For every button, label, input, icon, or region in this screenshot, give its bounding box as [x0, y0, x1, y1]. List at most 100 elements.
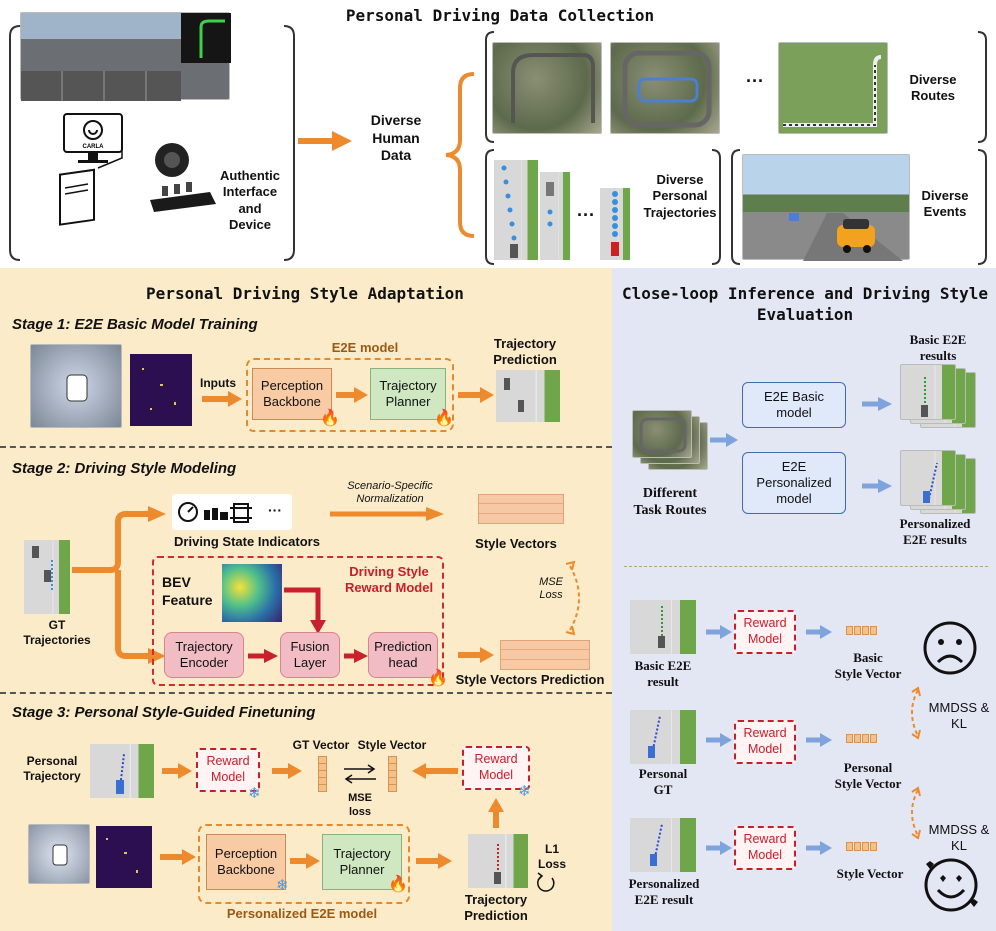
indicators-ellipsis: ···	[268, 502, 282, 518]
trajectory-encoder-block: Trajectory Encoder	[164, 632, 244, 678]
metric-arrow-2	[911, 786, 921, 840]
snowflake-icon: ❄	[276, 877, 289, 894]
trajectories-bracket	[485, 149, 721, 265]
l1-loss-label: L1 Loss	[537, 842, 566, 871]
reward-to-personal-vector-arrow	[806, 733, 832, 747]
bev-feature-heatmap	[222, 564, 282, 622]
personalized-results-image	[900, 450, 956, 506]
style-vectors-block	[478, 494, 564, 524]
stage3-camera-views	[28, 824, 90, 884]
trajectory-thumb-2	[540, 172, 570, 260]
trajectory-planner-block: Trajectory Planner	[370, 368, 446, 420]
reward-to-style-arrow	[412, 763, 458, 779]
stage2-mse-loss-label: MSE Loss	[539, 576, 563, 602]
reward-model-title: Driving Style Reward Model	[344, 564, 434, 596]
basic-style-vector-label: Basic Style Vector	[834, 650, 902, 681]
task-routes-label: Different Task Routes	[633, 486, 707, 518]
personalized-result-image	[630, 818, 696, 872]
personalized-e2e-results-label: Personalized E2E results	[899, 516, 971, 547]
stage3-inputs-arrow	[160, 849, 196, 865]
gt-vector-block	[318, 756, 327, 792]
basic-to-results-arrow	[862, 397, 892, 411]
eval-reward-model-2: Reward Model	[734, 720, 796, 764]
e2e-basic-model-block: E2E Basic model	[742, 382, 846, 428]
stage1-prediction-image	[496, 370, 560, 422]
reward-model-frame	[152, 556, 444, 686]
route-map-2	[610, 42, 720, 134]
gt-trajectories-image	[24, 540, 70, 614]
interface-bracket	[9, 25, 295, 261]
prediction-head-block: Prediction head	[368, 632, 438, 678]
head-to-style-arrow	[458, 647, 494, 663]
stage1-arrow-out	[458, 387, 494, 403]
normalization-label: Scenario-Specific Normalization	[347, 480, 433, 506]
task-routes-image	[632, 410, 692, 458]
gt-to-reward-arrow	[706, 733, 732, 747]
diverse-human-data-label: Diverse Human Data	[370, 112, 422, 163]
metric-label-2: MMDSS & KL	[928, 822, 990, 854]
stage3-heading: Stage 3: Personal Style-Guided Finetunin…	[12, 704, 316, 721]
data-collection-title: Personal Driving Data Collection	[345, 6, 655, 25]
stage3-arrow-mid	[290, 853, 320, 869]
stage3-prediction-image	[468, 834, 528, 888]
fire-icon: 🔥	[434, 410, 454, 427]
style-vectors-prediction-block	[500, 640, 590, 670]
simulator-screenshot	[20, 12, 231, 101]
minimap-icon	[181, 13, 231, 63]
fire-icon: 🔥	[428, 670, 448, 687]
style-vector-eval-label: Style Vector	[836, 866, 904, 881]
metric-label-1: MMDSS & KL	[928, 700, 990, 732]
event-scene-image	[742, 154, 910, 261]
stage1-bev-image	[130, 354, 192, 426]
basic-to-reward-arrow	[706, 625, 732, 639]
driving-state-icons: ···	[172, 494, 292, 530]
stage1-arrow-mid	[336, 387, 368, 403]
basic-result-image	[630, 600, 696, 654]
stage3-planner-block: Trajectory Planner	[322, 834, 402, 890]
events-bracket	[731, 149, 987, 265]
stage3-prediction-label: Trajectory Prediction	[464, 892, 528, 924]
style-adaptation-title: Personal Driving Style Adaptation	[146, 284, 464, 303]
gt-trajectories-label: GT Trajectories	[23, 618, 91, 647]
fusion-to-head-arrow	[344, 649, 368, 663]
arrow-to-diverse-data	[298, 131, 352, 151]
encoder-to-fusion-arrow	[248, 649, 278, 663]
hardware-icons: CARLA	[59, 113, 216, 226]
l1-loss-loop-icon	[537, 872, 555, 892]
stage1-heading: Stage 1: E2E Basic Model Training	[12, 316, 258, 333]
trajectory-thumb-3	[600, 188, 630, 260]
personal-style-vector-block	[846, 734, 878, 743]
routes-bracket	[485, 31, 987, 143]
stage3-mse-loss-label: MSE loss	[348, 792, 372, 818]
stage-divider-1	[0, 446, 612, 448]
svg-text:CARLA: CARLA	[83, 144, 105, 150]
evaluation-divider	[624, 566, 988, 567]
trajectories-ellipsis: ···	[577, 205, 595, 225]
stage1-camera-views	[30, 344, 122, 428]
e2e-model-frame	[246, 358, 454, 432]
basic-e2e-results-label: Basic E2E results	[909, 332, 967, 363]
snowflake-icon: ❄	[248, 785, 261, 802]
bev-feature-label: BEV Feature	[162, 574, 213, 608]
interface-device-label: Authentic Interface and Device	[220, 168, 280, 232]
happy-face-icon	[924, 858, 978, 912]
style-vector-block	[388, 756, 397, 792]
stage3-reward-model-right: Reward Model	[462, 746, 530, 790]
stage3-bev-image	[96, 826, 152, 888]
personalized-model-label: Personalized E2E model	[226, 906, 378, 921]
personalized-to-results-arrow	[862, 479, 892, 493]
mse-exchange-arrows	[344, 764, 376, 784]
e2e-personalized-model-block: E2E Personalized model	[742, 452, 846, 514]
fire-icon: 🔥	[388, 876, 408, 893]
bev-to-fusion-arrow	[284, 587, 326, 634]
inputs-label: Inputs	[200, 376, 236, 390]
eval-reward-model-3: Reward Model	[734, 826, 796, 870]
e2e-model-label: E2E model	[331, 340, 399, 355]
trajectory-thumb-1	[494, 160, 538, 260]
style-vectors-label: Style Vectors	[475, 536, 557, 551]
driving-state-indicators-label: Driving State Indicators	[174, 534, 320, 549]
inference-evaluation-title: Close-loop Inference and Driving Style E…	[621, 284, 989, 324]
style-vector-label: Style Vector	[357, 738, 427, 752]
prediction-to-reward-arrow	[488, 798, 504, 828]
personal-trajectory-image	[90, 744, 154, 798]
